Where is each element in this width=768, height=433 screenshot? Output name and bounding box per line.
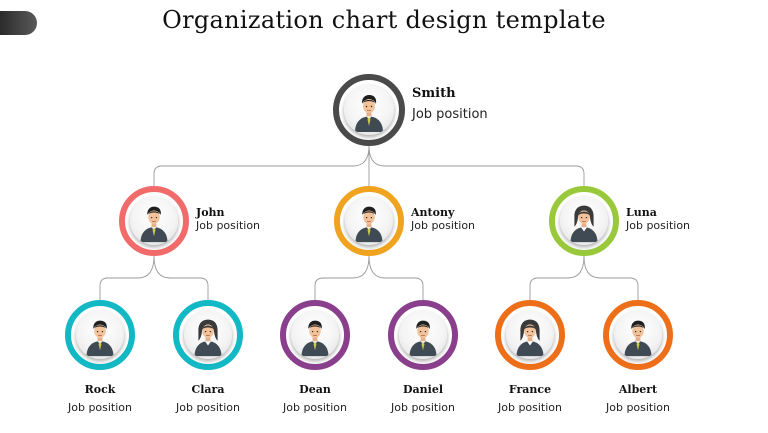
node-role-daniel: Job position <box>390 401 456 414</box>
male-avatar-icon <box>355 95 383 132</box>
node-role-luna: Job position <box>626 219 691 232</box>
connector-luna-france <box>529 255 585 300</box>
avatar-antony <box>345 197 393 245</box>
avatar-clara <box>184 311 232 359</box>
avatar-rock <box>76 311 124 359</box>
connector-smith-john <box>153 145 370 186</box>
node-role-antony: Job position <box>411 219 476 232</box>
connector-luna-albert <box>583 255 639 300</box>
node-name-luna: Luna <box>626 206 657 219</box>
node-name-antony: Antony <box>411 206 455 219</box>
male-avatar-icon <box>355 206 383 243</box>
node-role-albert: Job position <box>605 401 671 414</box>
avatar-daniel <box>399 311 447 359</box>
node-role-smith: Job position <box>412 107 488 122</box>
female-avatar-icon <box>570 205 598 243</box>
node-role-rock: Job position <box>67 401 133 414</box>
node-name-smith: Smith <box>412 86 456 101</box>
male-avatar-icon <box>86 320 114 357</box>
node-name-daniel: Daniel <box>402 383 444 396</box>
male-avatar-icon <box>140 206 168 243</box>
node-role-dean: Job position <box>282 401 348 414</box>
avatar-dean <box>291 311 339 359</box>
male-avatar-icon <box>624 320 652 357</box>
node-name-albert: Albert <box>618 383 658 396</box>
avatar-luna <box>560 197 608 245</box>
slide-tab-accent <box>0 11 37 35</box>
node-role-clara: Job position <box>175 401 241 414</box>
node-name-dean: Dean <box>299 383 331 396</box>
avatar-france <box>506 311 554 359</box>
node-role-france: Job position <box>497 401 563 414</box>
avatar-john <box>130 197 178 245</box>
connector-smith-luna <box>368 145 585 186</box>
node-role-john: Job position <box>196 219 261 232</box>
node-name-john: John <box>196 206 225 219</box>
female-avatar-icon <box>194 319 222 357</box>
male-avatar-icon <box>301 320 329 357</box>
node-name-france: France <box>508 383 552 396</box>
avatar-albert <box>614 311 662 359</box>
page-title: Organization chart design template <box>162 6 606 34</box>
connector-john-rock <box>99 255 155 300</box>
connector-antony-daniel <box>368 255 424 300</box>
avatar-smith <box>344 85 394 135</box>
connector-john-clara <box>153 255 209 300</box>
connector-antony-dean <box>314 255 370 300</box>
male-avatar-icon <box>409 320 437 357</box>
node-name-clara: Clara <box>191 383 225 396</box>
node-name-rock: Rock <box>84 383 116 396</box>
female-avatar-icon <box>516 319 544 357</box>
